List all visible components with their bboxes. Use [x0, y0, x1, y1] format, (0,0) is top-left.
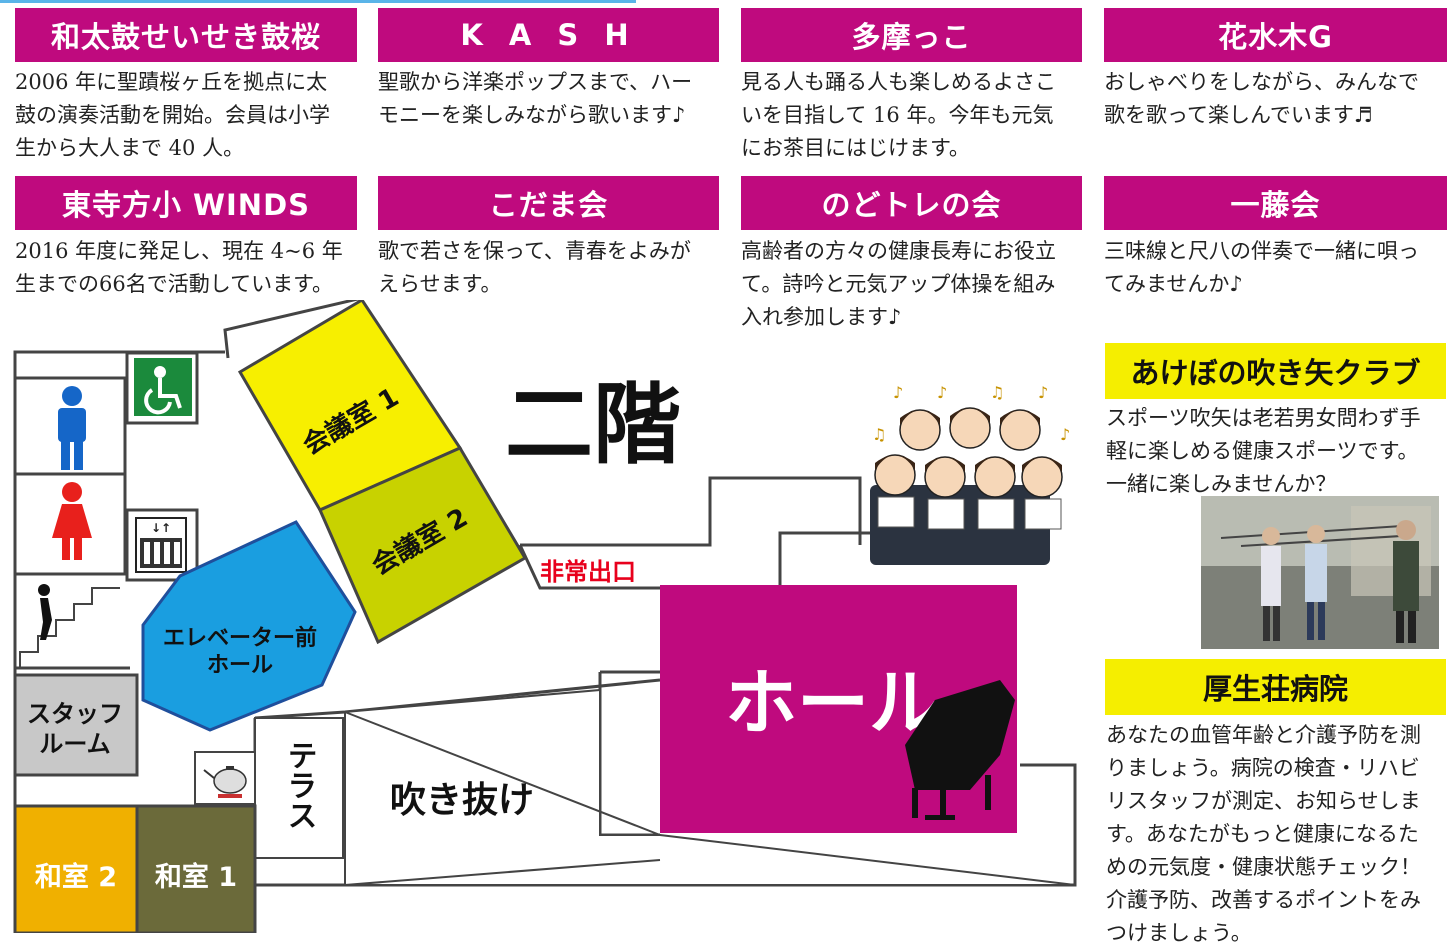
desc-line: 生から大人まで 40 人。 — [15, 136, 245, 160]
desc-line: リスタッフが測定、お知らせしま — [1106, 789, 1421, 813]
elevator-icon: ↓↑ — [135, 517, 187, 573]
desc-line: 見る人も踊る人も楽しめるよさこ — [741, 70, 1056, 94]
svg-text:♪: ♪ — [1038, 383, 1048, 402]
group-header-winds: 東寺方小 WINDS — [15, 176, 357, 230]
section-header-koseiso: 厚生荘病院 — [1105, 659, 1446, 715]
svg-text:♫: ♫ — [990, 383, 1004, 402]
desc-line: 入れ参加します♪ — [741, 305, 902, 329]
desc-line: 聖歌から洋楽ポップスまで、ハー — [378, 70, 693, 94]
desc-line: 三味線と尺八の伴奏で一緒に唄っ — [1104, 239, 1419, 263]
desc-line: いを目指して 16 年。今年も元気 — [741, 103, 1054, 127]
desc-line: 生までの66名で活動しています。 — [15, 272, 333, 296]
meeting-room-2 — [318, 446, 528, 645]
svg-text:♫: ♫ — [872, 425, 886, 444]
group-header-hanamizuki: 花水木G — [1104, 8, 1447, 62]
group-header-nodotore: のどトレの会 — [741, 176, 1082, 230]
top-accent-bar — [0, 0, 636, 3]
desc-line: 軽に楽しめる健康スポーツです。 — [1106, 439, 1419, 463]
emergency-exit-label: 非常出口 — [540, 558, 636, 586]
desc-line: 介護予防、改善するポイントをみ — [1106, 888, 1421, 912]
group-desc-nodotore: 高齢者の方々の健康長寿にお役立 て。詩吟と元気アップ体操を組み 入れ参加します♪ — [741, 235, 1086, 334]
desc-line: 高齢者の方々の健康長寿にお役立 — [741, 239, 1056, 263]
svg-text:♪: ♪ — [1060, 425, 1070, 444]
female-restroom-icon — [52, 482, 92, 560]
desc-line: めの元気度・健康状態チェック！ — [1106, 855, 1421, 879]
desc-line: て。詩吟と元気アップ体操を組み — [741, 272, 1056, 296]
group-header-wadaiko: 和太鼓せいせき鼓桜 — [15, 8, 357, 62]
group-desc-kodama: 歌で若さを保って、青春をよみが えらせます。 — [378, 235, 723, 301]
section-desc-koseiso: あなたの血管年齢と介護予防を測 りましょう。病院の検査・リハビ リスタッフが測定… — [1106, 719, 1451, 950]
fukiya-photo-illustration — [1201, 496, 1439, 649]
staff-room-label-2: ルーム — [39, 730, 110, 758]
accessible-icon-bg — [134, 358, 192, 416]
desc-line: つけましょう。 — [1106, 921, 1252, 945]
desc-line: 歌を歌って楽しんでいます♬ — [1104, 103, 1373, 127]
desc-line: りましょう。病院の検査・リハビ — [1106, 756, 1420, 780]
desc-line: す。あなたがもっと健康になるた — [1106, 822, 1419, 846]
fukinuke-label: 吹き抜け — [390, 780, 534, 821]
elevator-hall-label-1: エレベーター前 — [163, 625, 317, 651]
elevator-hall — [141, 520, 357, 732]
floor-label: 二階 — [505, 373, 681, 476]
section-desc-fukiya: スポーツ吹矢は老若男女問わず手 軽に楽しめる健康スポーツです。 一緒に楽しみませ… — [1106, 402, 1451, 501]
group-desc-tamakko: 見る人も踊る人も楽しめるよさこ いを目指して 16 年。今年も元気 にお茶目には… — [741, 66, 1086, 165]
svg-text:♪: ♪ — [893, 383, 903, 402]
terrace-label: テラス — [282, 740, 317, 830]
washitsu-2-label: 和室 2 — [35, 861, 117, 893]
terrace-room — [254, 717, 344, 859]
choir-icon: ♪ ♪ ♫ ♪ ♫ ♪ — [870, 383, 1070, 565]
desc-line: 鼓の演奏活動を開始。会員は小学 — [15, 103, 330, 127]
floor-plan-map: 吹き抜け テラス ホール — [13, 300, 1077, 933]
fukiya-photo — [1201, 496, 1439, 649]
desc-line: にお茶目にはじけます。 — [741, 136, 970, 160]
svg-text:↓↑: ↓↑ — [151, 521, 171, 535]
group-desc-winds: 2016 年度に発足し、現在 4~6 年 生までの66名で活動しています。 — [15, 235, 360, 301]
stairs-icon — [15, 584, 130, 670]
staff-room-label-1: スタッフ — [27, 700, 123, 728]
staff-room — [13, 673, 139, 777]
hall-label: ホール — [725, 661, 941, 745]
group-header-kodama: こだま会 — [378, 176, 719, 230]
desc-line: モニーを楽しみながら歌います♪ — [378, 103, 686, 127]
desc-line: 2006 年に聖蹟桜ヶ丘を拠点に太 — [15, 70, 328, 94]
piano-icon — [905, 680, 1015, 820]
washitsu-1-room — [135, 804, 257, 933]
group-desc-wadaiko: 2006 年に聖蹟桜ヶ丘を拠点に太 鼓の演奏活動を開始。会員は小学 生から大人ま… — [15, 66, 360, 165]
group-header-ittokai: 一藤会 — [1104, 176, 1447, 230]
desc-line: おしゃべりをしながら、みんなで — [1104, 70, 1419, 94]
washitsu-1-label: 和室 1 — [155, 861, 237, 893]
group-desc-ittokai: 三味線と尺八の伴奏で一緒に唄っ てみませんか♪ — [1104, 235, 1449, 301]
desc-line: あなたの血管年齢と介護予防を測 — [1106, 723, 1421, 747]
male-restroom-icon — [58, 386, 86, 470]
desc-line: スポーツ吹矢は老若男女問わず手 — [1106, 406, 1421, 430]
group-desc-kash: 聖歌から洋楽ポップスまで、ハー モニーを楽しみながら歌います♪ — [378, 66, 723, 132]
elevator-hall-label-2: ホール — [207, 653, 273, 678]
section-header-fukiya: あけぼの吹き矢クラブ — [1105, 343, 1446, 399]
desc-line: えらせます。 — [378, 272, 502, 296]
svg-text:♪: ♪ — [937, 383, 947, 402]
group-desc-hanamizuki: おしゃべりをしながら、みんなで 歌を歌って楽しんでいます♬ — [1104, 66, 1449, 132]
wheelchair-icon — [144, 366, 182, 415]
desc-line: 2016 年度に発足し、現在 4~6 年 — [15, 239, 343, 263]
group-header-kash: K A S H — [378, 8, 719, 62]
desc-line: 歌で若さを保って、青春をよみが — [378, 239, 691, 263]
group-header-tamakko: 多摩っこ — [741, 8, 1082, 62]
desc-line: 一緒に楽しみませんか？ — [1106, 472, 1337, 496]
desc-line: てみませんか♪ — [1104, 272, 1243, 296]
kettle-icon — [203, 766, 247, 798]
